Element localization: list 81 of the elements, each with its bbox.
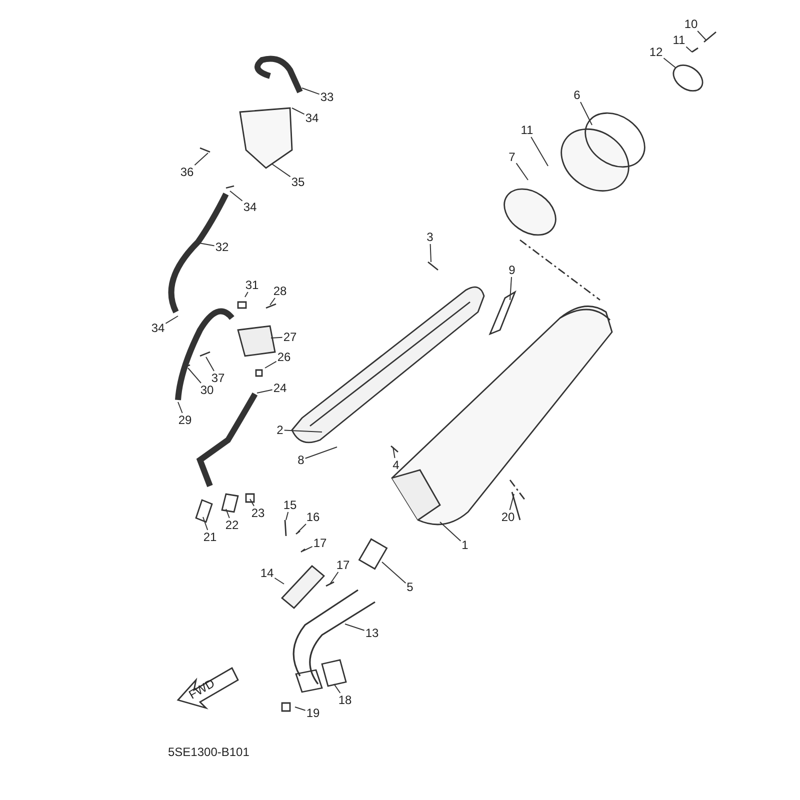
callout-number: 22 (225, 518, 239, 532)
callout-number: 11 (672, 33, 686, 47)
leader-line (165, 316, 178, 324)
leader-line (298, 524, 306, 532)
leader-line (530, 136, 548, 166)
leader-line (509, 494, 514, 510)
callout-number: 13 (365, 626, 379, 640)
callout-number: 28 (273, 284, 287, 298)
callout-number: 2 (276, 423, 284, 437)
leader-line (440, 522, 462, 542)
leader-line (330, 572, 339, 584)
callout-number: 30 (200, 383, 214, 397)
callout-number: 36 (180, 165, 194, 179)
callout-number: 4 (392, 458, 400, 472)
callout-number: 34 (305, 111, 319, 125)
direction-label: FWD (186, 676, 217, 702)
leader-line (270, 336, 283, 338)
leader-line (430, 244, 432, 262)
leader-line (226, 508, 230, 518)
leader-line (270, 298, 276, 306)
leader-line (697, 30, 706, 40)
callout-number: 24 (273, 381, 287, 395)
leader-line (382, 562, 406, 584)
leader-line (178, 402, 183, 414)
leader-line (206, 356, 214, 372)
callout-number: 6 (574, 88, 580, 102)
leader-line (334, 684, 341, 694)
leader-line (344, 624, 365, 631)
leader-line (302, 546, 313, 552)
leader-line (286, 512, 289, 520)
leader-line (392, 446, 396, 458)
leader-line (292, 108, 305, 115)
leader-line (274, 578, 284, 584)
callout-number: 27 (283, 330, 297, 344)
leader-line (302, 88, 320, 95)
callout-number: 20 (501, 510, 515, 524)
leader-line (194, 152, 208, 166)
callout-number: 12 (649, 45, 663, 59)
leader-line (230, 190, 243, 202)
leader-line (272, 164, 291, 178)
callout-number: 32 (215, 240, 229, 254)
callout-number: 9 (508, 263, 516, 277)
leader-line (264, 360, 277, 368)
callout-number: 35 (291, 175, 305, 189)
callout-number: 29 (178, 413, 192, 427)
callout-number: 3 (426, 230, 434, 244)
leader-line (304, 446, 338, 459)
callout-number: 31 (245, 278, 259, 292)
leader-line (188, 368, 202, 384)
callout-number: 18 (338, 693, 352, 707)
callout-number: 34 (243, 200, 257, 214)
callout-number: 23 (251, 506, 265, 520)
callout-number: 34 (151, 321, 165, 335)
leader-line (686, 46, 692, 52)
leader-line (510, 276, 512, 300)
callout-number: 14 (260, 566, 274, 580)
callout-number: 26 (277, 350, 291, 364)
callout-number: 7 (508, 150, 516, 164)
callout-number: 1 (462, 538, 468, 552)
callout-number: 15 (283, 498, 297, 512)
part-code: 5SE1300-B101 (168, 745, 250, 759)
callout-number: 5 (406, 580, 414, 594)
leader-line (256, 389, 273, 394)
callout-number: 33 (320, 90, 334, 104)
callout-number: 17 (313, 536, 327, 550)
leader-line (202, 516, 208, 530)
leader-line (250, 498, 254, 506)
callout-number: 19 (306, 706, 320, 720)
leader-line (294, 706, 306, 711)
callout-number: 10 (684, 17, 698, 31)
callout-number: 11 (520, 123, 534, 137)
leader-line (580, 102, 592, 126)
callout-number: 37 (211, 371, 225, 385)
callout-number: 17 (336, 558, 350, 572)
callout-number: 21 (203, 530, 217, 544)
callout-number: 16 (306, 510, 320, 524)
callout-number: 8 (298, 453, 304, 467)
leader-line (663, 58, 676, 68)
leader-line (516, 162, 528, 180)
leader-line (198, 242, 215, 246)
leader-line (244, 292, 248, 298)
